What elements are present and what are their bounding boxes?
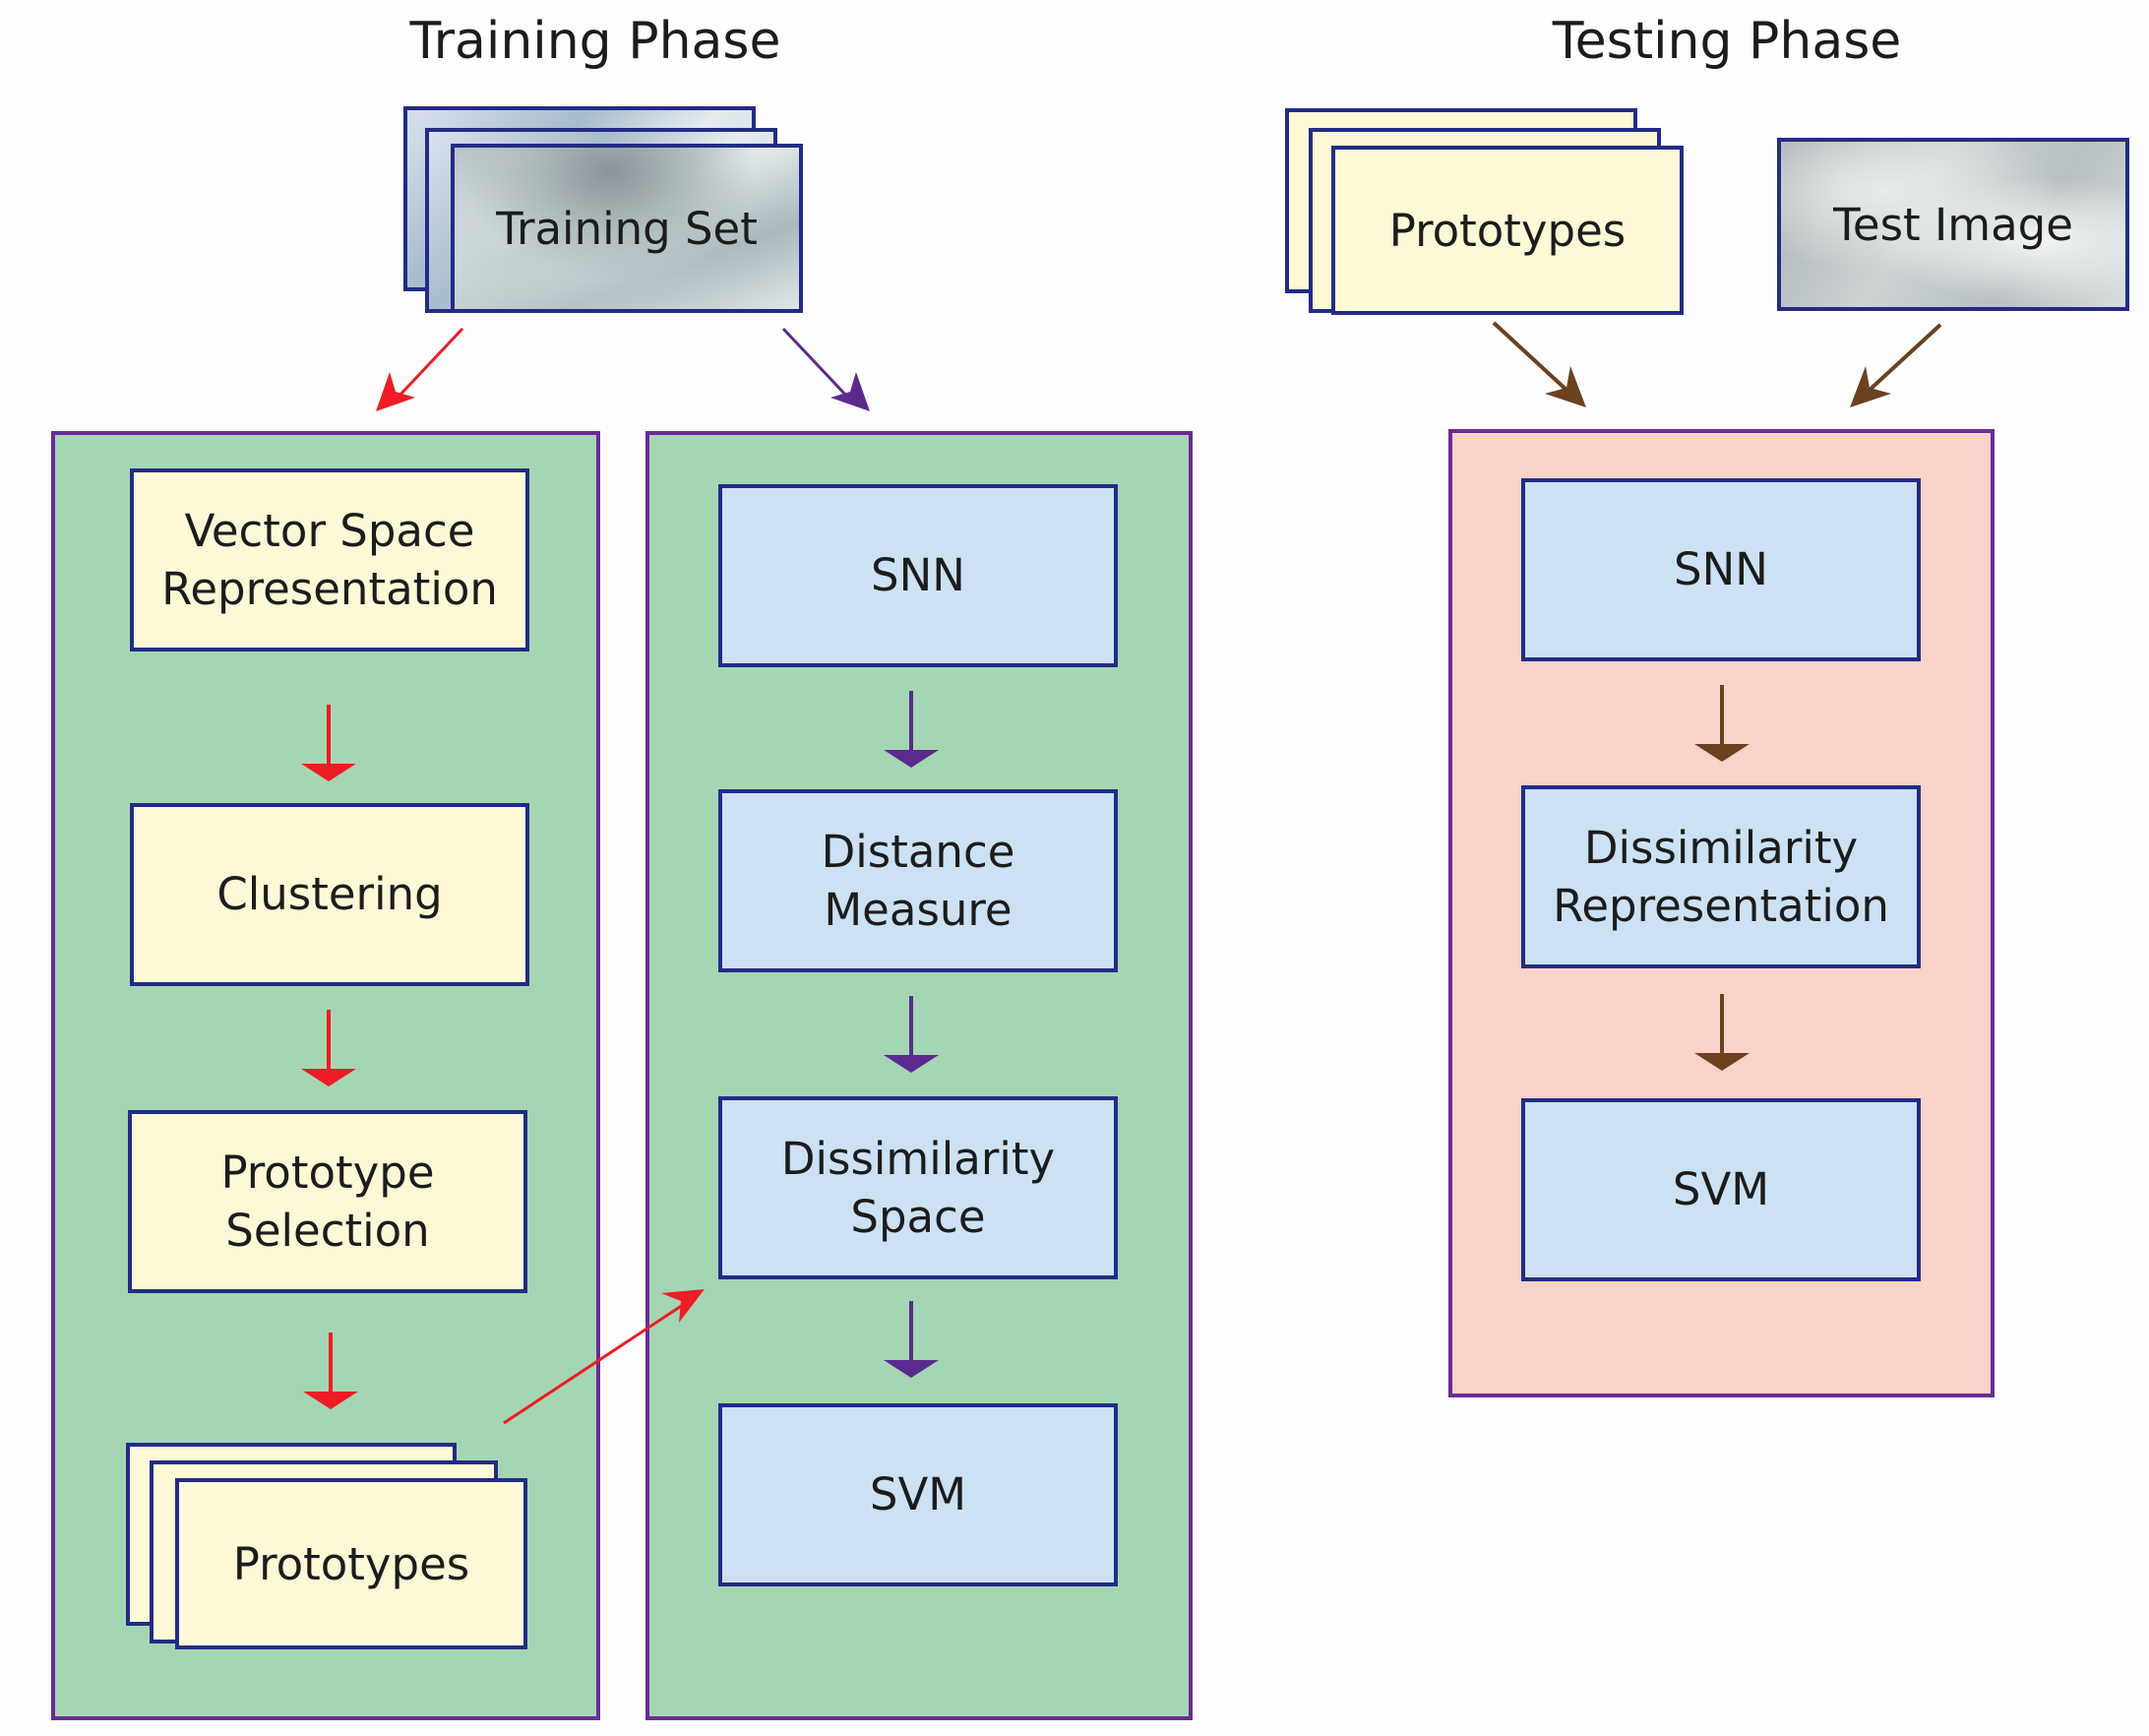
arrow-training-set-to-right-panel [781,327,870,411]
testing-phase-title: Testing Phase [1552,12,1902,71]
training-set-image: Training Set [451,144,803,313]
training-set-label: Training Set [496,202,758,255]
arrow-clustering-to-selection [301,1010,356,1086]
test-image: Test Image [1777,138,2129,311]
arrow-training-set-to-left-panel [376,327,464,411]
arrow-prototypes-to-dissimilarity-space [503,1289,705,1425]
training-svm-box: SVM [718,1403,1118,1586]
test-image-label: Test Image [1833,198,2073,251]
vector-space-representation-box: Vector Space Representation [130,468,529,651]
test-prototypes-card: Prototypes [1331,146,1684,315]
arrow-test-image-to-panel [1850,323,1942,407]
arrow-test-dissimilarity-to-svm [1694,994,1750,1071]
training-phase-title: Training Phase [409,12,781,71]
test-prototypes-label: Prototypes [1388,204,1627,257]
arrow-distance-to-dissimilarity [884,996,939,1073]
testing-svm-box: SVM [1521,1098,1921,1281]
dissimilarity-space-box: Dissimilarity Space [718,1096,1118,1279]
arrow-vector-to-clustering [301,705,356,781]
arrow-test-prototypes-to-panel [1492,321,1586,407]
distance-measure-box: Distance Measure [718,789,1118,972]
arrow-selection-to-prototypes [303,1333,358,1409]
prototype-selection-box: Prototype Selection [128,1110,527,1293]
arrow-test-snn-to-dissimilarity [1694,685,1750,762]
arrow-dissimilarity-to-svm [884,1301,939,1378]
prototypes-card: Prototypes [175,1478,527,1649]
training-snn-box: SNN [718,484,1118,667]
dissimilarity-representation-box: Dissimilarity Representation [1521,785,1921,968]
testing-snn-box: SNN [1521,478,1921,661]
prototypes-label: Prototypes [232,1537,470,1590]
clustering-box: Clustering [130,803,529,986]
arrow-snn-to-distance [884,691,939,768]
